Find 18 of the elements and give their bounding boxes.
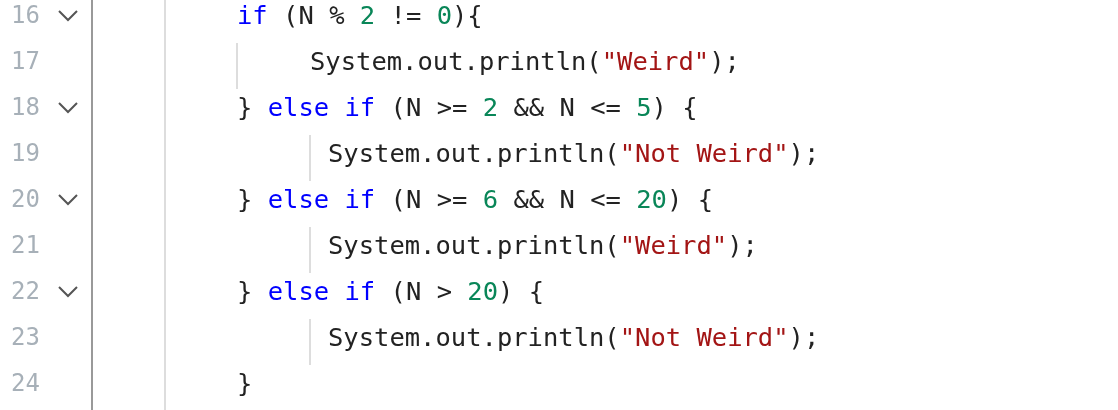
line-number: 16 <box>10 0 40 31</box>
code-line: } else if (N >= 6 && N <= 20) { <box>237 183 713 216</box>
line-number: 23 <box>10 322 40 353</box>
code-line: System.out.println("Not Weird"); <box>328 321 820 354</box>
code-line: if (N % 2 != 0){ <box>237 0 483 32</box>
code-line: } else if (N > 20) { <box>237 275 545 308</box>
line-number: 20 <box>10 184 40 215</box>
line-number: 17 <box>10 46 40 77</box>
code-line: } else if (N >= 2 && N <= 5) { <box>237 91 698 124</box>
code-line: System.out.println("Not Weird"); <box>328 137 820 170</box>
line-number: 21 <box>10 230 40 261</box>
code-line: System.out.println("Weird"); <box>328 229 758 262</box>
line-number: 22 <box>10 276 40 307</box>
code-line: System.out.println("Weird"); <box>310 45 740 78</box>
code-line: } <box>237 367 253 400</box>
line-number: 24 <box>10 368 40 399</box>
line-number: 18 <box>10 92 40 123</box>
line-number: 19 <box>10 138 40 169</box>
